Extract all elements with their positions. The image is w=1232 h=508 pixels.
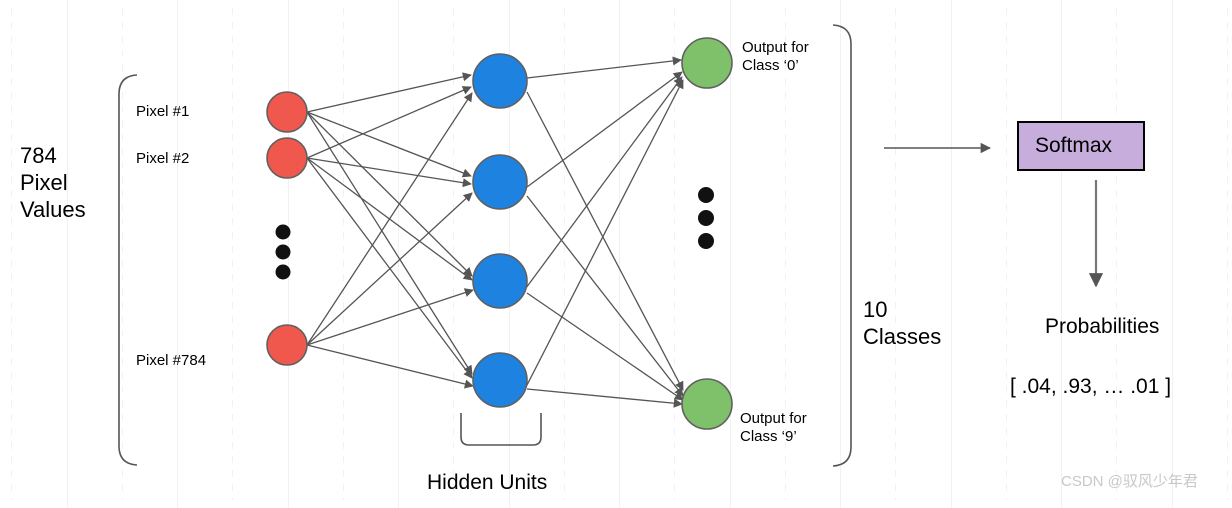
output-ellipsis-dots [698,187,714,249]
edges-input-to-hidden [306,72,474,389]
hidden-node-1 [472,53,528,109]
softmax-box [1017,121,1145,171]
pixel-784-label: Pixel #784 [136,352,207,369]
probabilities-vector: [ .04, .93, … .01 ] [1010,375,1172,398]
input-node-pixel-2 [266,137,308,179]
softmax-label: Softmax [1035,134,1113,157]
hidden-node-4 [472,352,528,408]
input-node-pixel-1 [266,91,308,133]
hidden-node-3 [472,253,528,309]
input-brace [118,74,138,466]
pixel-2-label: Pixel #2 [136,150,190,167]
hidden-units-brace [460,413,542,446]
output-node-class-9 [681,378,733,430]
hidden-nodes [472,53,528,408]
input-nodes [266,91,308,366]
output-node-class-0 [681,37,733,89]
edges-hidden-to-output [524,56,684,408]
classes-group-label: 10 Classes [863,297,942,349]
output-nodes [681,37,733,430]
hidden-units-label: Hidden Units [427,471,548,494]
watermark-label: CSDN @驭风少年君 [1061,473,1198,490]
output-class-0-label: Output for Class ‘0’ [742,39,809,75]
pixel-1-label: Pixel #1 [136,103,190,120]
input-group-label: 784 Pixel Values [20,143,86,222]
output-class-9-label: Output for Class ‘9’ [740,410,807,446]
input-node-pixel-784 [266,324,308,366]
output-brace [832,24,852,467]
input-ellipsis-dots [275,224,291,280]
hidden-node-2 [472,154,528,210]
probabilities-label: Probabilities [1045,315,1160,338]
